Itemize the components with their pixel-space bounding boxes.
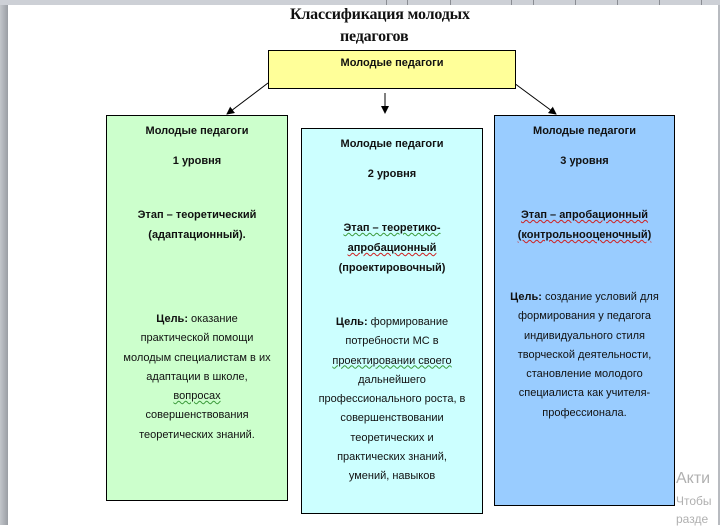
ruler-tick: [511, 0, 512, 5]
level-3-box: Молодые педагоги 3 уровня Этап – апробац…: [494, 115, 675, 506]
level-3-goal: Цель: создание условий для формирования …: [495, 288, 674, 423]
level-1-goal-label: Цель:: [156, 313, 188, 325]
level-3-heading: Молодые педагоги: [533, 125, 636, 137]
goal-line: специалиста как учителя-: [518, 387, 651, 400]
goal-line: вопросах: [173, 390, 221, 403]
ruler-tick: [617, 0, 618, 5]
goal-line: становление молодого: [526, 368, 643, 381]
goal-line: практических знаний,: [337, 451, 447, 464]
page-title: Классификация молодых педагогов: [290, 4, 510, 48]
ruler-tick: [533, 0, 534, 5]
activation-watermark-line-2: Чтобы: [676, 494, 712, 508]
level-3-stage: Этап – апробационный: [520, 209, 648, 221]
goal-line: профессионального роста, в: [318, 393, 466, 406]
level-2-heading: Молодые педагоги: [340, 138, 444, 150]
activation-watermark-line-1: Акти: [676, 470, 711, 487]
ruler-tick: [575, 0, 576, 5]
title-line-2: педагогов: [340, 28, 409, 45]
level-1-stage-sub: (адаптационный).: [148, 229, 246, 241]
level-3-goal-label: Цель:: [510, 291, 542, 303]
ruler: [0, 0, 720, 5]
ruler-tick: [386, 0, 387, 5]
goal-line: теоретических знаний.: [139, 428, 255, 441]
goal-line: совершенствования: [145, 409, 249, 422]
goal-line: профессионала.: [542, 406, 627, 419]
goal-line: адаптации в школе,: [146, 370, 248, 383]
level-2-box: Молодые педагоги 2 уровня Этап – теорети…: [301, 128, 483, 514]
ruler-tick: [407, 0, 408, 5]
goal-line: формирования у педагога: [518, 310, 651, 323]
level-2-goal-label: Цель:: [335, 316, 368, 328]
ruler-tick: [701, 0, 702, 5]
level-1-number: 1 уровня: [172, 155, 222, 167]
page-left-margin: [0, 5, 8, 525]
goal-line: создание условий для: [544, 291, 659, 303]
goal-line: практической помощи: [140, 332, 254, 345]
goal-line: индивидуального стиля: [523, 329, 646, 342]
ruler-tick: [450, 0, 451, 5]
goal-line: формирование: [370, 316, 449, 328]
level-2-stage: Этап – теоретико-: [343, 222, 441, 234]
goal-line: проектировании своего: [332, 354, 452, 367]
ruler-tick: [659, 0, 660, 5]
level-1-stage: Этап – теоретический: [137, 209, 257, 221]
page-right-edge: [718, 5, 720, 525]
level-2-goal: Цель: формирование потребности МС в прое…: [302, 313, 482, 487]
title-line-1: Классификация молодых: [290, 6, 470, 23]
goal-line: дальнейшего: [358, 373, 426, 386]
goal-line: умений, навыков: [348, 470, 436, 483]
root-label: Молодые педагоги: [340, 57, 444, 69]
level-2-number: 2 уровня: [367, 168, 417, 180]
activation-watermark-line-3: разде: [676, 512, 709, 526]
level-1-heading: Молодые педагоги: [145, 125, 249, 137]
level-1-box: Молодые педагоги 1 уровня Этап – теорети…: [106, 115, 288, 501]
level-3-stage-sub: (контрольнооценочный): [517, 229, 652, 241]
level-2-stage-sub2: (проектировочный): [338, 262, 446, 274]
level-2-stage-sub: апробационный: [347, 242, 437, 254]
arrow-to-level-1: [226, 82, 269, 115]
goal-line: совершенствовании: [340, 412, 444, 425]
goal-line: потребности МС в: [345, 335, 439, 348]
goal-line: творческой деятельности,: [517, 348, 652, 361]
goal-line: теоретических и: [350, 431, 434, 444]
goal-line: молодым специалистам в их: [123, 351, 271, 364]
level-1-goal: Цель: оказание практической помощи молод…: [107, 310, 287, 445]
root-box: Молодые педагоги: [268, 50, 516, 89]
goal-line: оказание: [191, 313, 238, 325]
arrow-to-level-3: [513, 82, 557, 115]
level-3-number: 3 уровня: [560, 155, 609, 167]
